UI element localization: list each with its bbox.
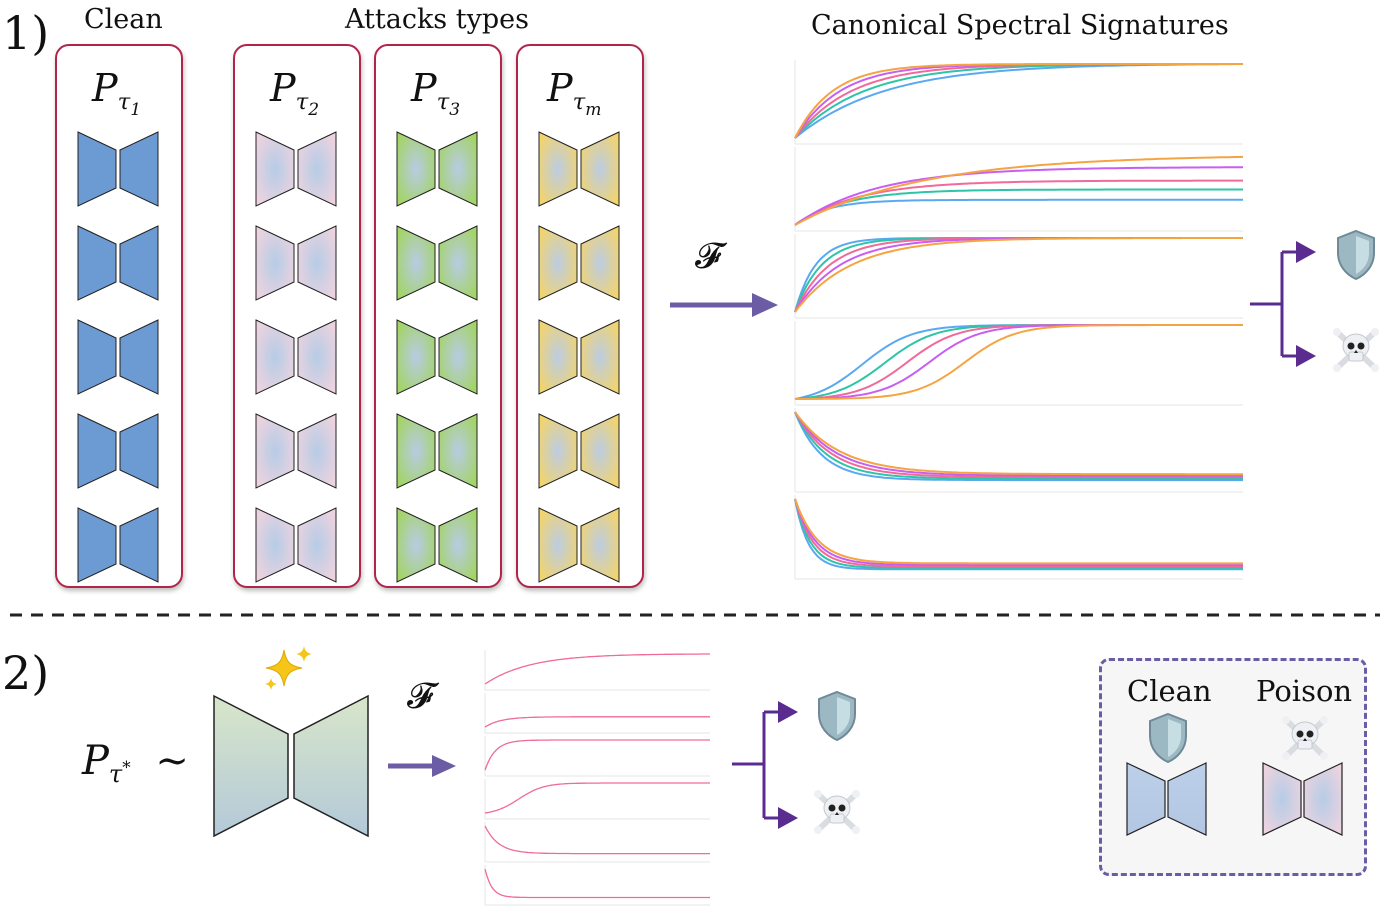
signature-line: [794, 237, 1243, 313]
model-icon: [255, 413, 337, 489]
model-icon: [538, 413, 620, 489]
signature-line: [794, 324, 1243, 400]
sparkles-icon: [262, 644, 314, 698]
legend-shield-icon: [1146, 712, 1190, 768]
shield-icon: [1334, 229, 1378, 285]
arrow-step1: [670, 293, 778, 317]
signature-line: [794, 498, 1243, 565]
step-1-label: 1): [2, 6, 50, 60]
model-icon: [255, 131, 337, 207]
model-icon: [255, 225, 337, 301]
signature-line: [794, 63, 1243, 139]
legend-poison-model-icon: [1262, 762, 1343, 836]
model-icon: [77, 225, 159, 301]
signature-line: [484, 653, 710, 685]
signature-line: [794, 155, 1244, 226]
arrow-step2: [388, 755, 456, 777]
model-icon: [396, 319, 478, 395]
model-icon: [538, 131, 620, 207]
signature-line: [794, 324, 1243, 400]
model-icon: [77, 319, 159, 395]
signature-line: [794, 411, 1243, 476]
signature-line: [794, 63, 1243, 139]
new-model-label: Pτ* ∼: [82, 738, 189, 789]
signature-line: [794, 324, 1243, 400]
legend-poison-label: Poison: [1256, 674, 1353, 708]
model-icon: [255, 507, 337, 583]
clean-header: Clean: [84, 4, 163, 35]
attacks-header: Attacks types: [345, 4, 529, 35]
operator-f-step1: 𝓕: [695, 236, 722, 277]
signature-line: [794, 498, 1243, 571]
signature-line: [484, 739, 710, 771]
model-icon: [538, 319, 620, 395]
clean-model-group: [55, 44, 183, 588]
operator-f-step2: 𝓕: [407, 676, 434, 717]
attack-model-group-2: [233, 44, 361, 588]
model-icon: [77, 507, 159, 583]
signature-line: [794, 498, 1243, 568]
decision-tree-step1: [1250, 241, 1316, 367]
signature-line: [794, 411, 1243, 480]
signature-line: [484, 716, 710, 728]
group-label-tau3: Pτ3: [411, 66, 461, 120]
shield-icon: [815, 690, 859, 746]
skull-crossbones-icon: [1331, 324, 1381, 378]
legend-skull-icon: [1280, 712, 1330, 766]
model-icon: [538, 225, 620, 301]
model-icon: [396, 507, 478, 583]
model-icon: [255, 319, 337, 395]
signature-line: [484, 868, 710, 899]
signature-line: [794, 411, 1243, 479]
signature-line: [795, 324, 1243, 400]
group-label-taum: Pτm: [547, 66, 602, 120]
signature-line: [794, 498, 1243, 566]
model-icon: [538, 507, 620, 583]
attack-model-group-m: [516, 44, 644, 588]
group-label-tau2: Pτ2: [270, 66, 320, 120]
group-label-tau1: Pτ1: [92, 66, 142, 120]
signature-line: [484, 782, 710, 814]
model-icon: [396, 131, 478, 207]
legend-clean-label: Clean: [1127, 674, 1212, 708]
signatures-title: Canonical Spectral Signatures: [811, 10, 1229, 41]
step-2-label: 2): [2, 646, 50, 700]
section-separator: [10, 613, 1380, 617]
model-icon: [77, 413, 159, 489]
signature-line: [794, 63, 1243, 139]
signature-line: [794, 166, 1243, 226]
model-icon: [396, 225, 478, 301]
signature-line: [794, 411, 1243, 477]
signature-line: [794, 411, 1243, 482]
model-icon: [396, 413, 478, 489]
new-model-icon: [213, 694, 369, 838]
signature-line: [484, 825, 710, 855]
legend-box: [1099, 658, 1367, 876]
new-model-signature-chart: [484, 650, 710, 906]
signature-line: [794, 188, 1243, 226]
signature-line: [794, 63, 1243, 139]
signature-line: [794, 198, 1243, 226]
attack-model-group-3: [374, 44, 502, 588]
signature-line: [794, 63, 1243, 139]
spectral-signatures-chart: [794, 60, 1244, 580]
legend-clean-model-icon: [1126, 762, 1207, 836]
skull-crossbones-icon: [812, 786, 862, 840]
signature-line: [794, 237, 1243, 313]
model-icon: [77, 131, 159, 207]
signature-line: [794, 324, 1243, 400]
signature-line: [794, 498, 1243, 569]
decision-tree-step2: [732, 701, 798, 829]
